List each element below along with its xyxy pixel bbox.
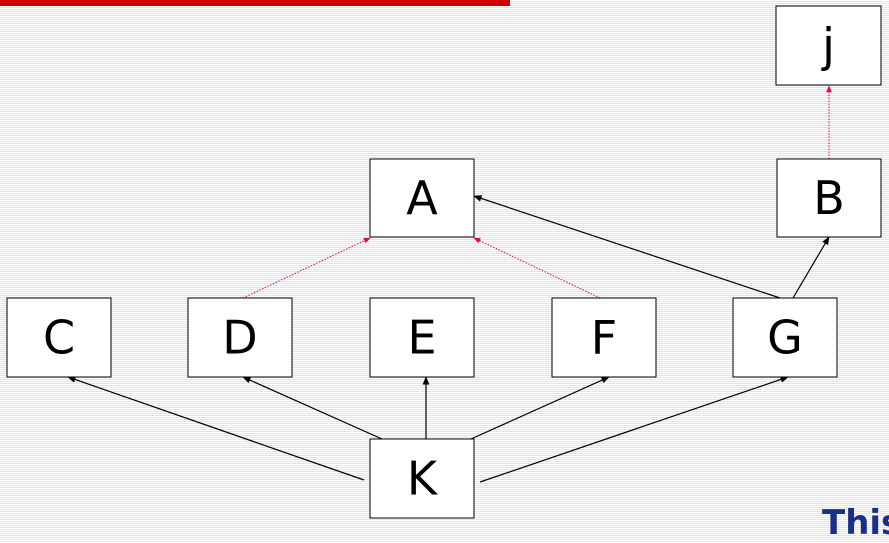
node-label: A [406, 171, 438, 225]
node-box [6, 297, 112, 378]
node-box [369, 158, 475, 238]
edges-layer [67, 85, 832, 483]
node-label: D [222, 311, 257, 365]
node-label: E [407, 311, 436, 365]
edge-d-to-a [242, 237, 371, 299]
edge-k-to-d [242, 376, 383, 440]
node-label: K [407, 452, 439, 506]
node-k: K [369, 438, 475, 519]
node-g: G [732, 297, 838, 378]
node-label: j [821, 19, 835, 73]
node-box [369, 297, 475, 378]
node-label: G [767, 311, 803, 365]
node-box [187, 297, 293, 378]
edge-k-to-f [470, 376, 610, 440]
title-accent-bar [0, 0, 510, 6]
node-label: F [591, 311, 617, 365]
edge-k-to-g [479, 376, 789, 483]
node-f: F [551, 297, 657, 378]
node-e: E [369, 297, 475, 378]
nodes-layer: jA B C D E F G K [6, 5, 882, 519]
node-label: C [43, 311, 75, 365]
node-box [775, 5, 882, 86]
edge-f-to-a [473, 237, 601, 299]
node-box [369, 438, 475, 519]
node-a: A [369, 158, 475, 238]
node-box [551, 297, 657, 378]
corner-text: This [822, 503, 889, 543]
node-label: B [813, 171, 845, 225]
edge-g-to-a [473, 195, 781, 299]
node-b: B [776, 158, 882, 238]
node-box [732, 297, 838, 378]
class-diagram: jA B C D E F G K [6, 5, 882, 519]
edge-g-to-b [792, 236, 830, 299]
node-box [776, 158, 882, 238]
node-c: C [6, 297, 112, 378]
node-j: j [775, 5, 882, 86]
node-d: D [187, 297, 293, 378]
edge-k-to-c [67, 376, 365, 481]
